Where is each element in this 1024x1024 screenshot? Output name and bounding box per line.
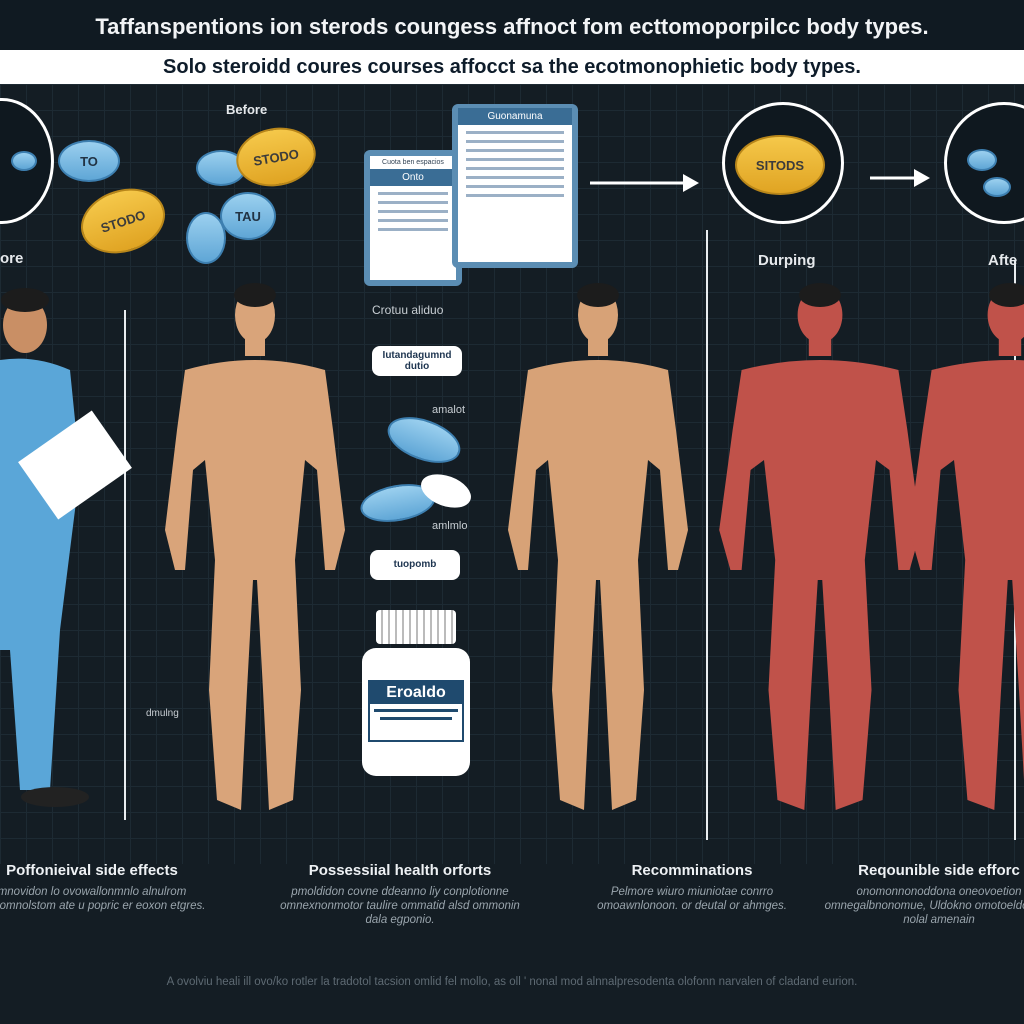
- document-small-title: Onto: [370, 169, 456, 186]
- doctor-figure: [0, 288, 132, 807]
- bottle-label: Eroaldo: [370, 682, 462, 704]
- body-figure-during: [719, 287, 921, 810]
- arrow-right-icon: [590, 174, 699, 192]
- timeline-line: [124, 310, 126, 820]
- pill-icon: [967, 149, 997, 171]
- annotation-label: amlmlo: [432, 520, 468, 532]
- body-figure-before: [165, 287, 345, 810]
- annotation-tag: Iutandagumnd dutio: [372, 346, 462, 376]
- annotation-label: dmulng: [146, 708, 179, 719]
- document-small: Cuota ben espacios Onto: [364, 150, 462, 286]
- clipboard-icon: [18, 410, 132, 520]
- during-pill-circle: SITODS: [722, 102, 844, 224]
- document-small-header: Cuota ben espacios: [382, 159, 444, 166]
- pill-icon: [983, 177, 1011, 197]
- pill-blue-3: TAU: [220, 192, 276, 240]
- steroid-bottle: Eroaldo: [362, 610, 470, 780]
- timeline-line: [706, 230, 708, 840]
- pill-blue-4: [186, 212, 226, 264]
- annotation-label: Crotuu aliduo: [372, 303, 444, 317]
- body-figure-mid: [508, 287, 688, 810]
- annotation-tag: tuopomb: [370, 550, 460, 580]
- body-figures: [0, 283, 1024, 810]
- body-figure-after: [909, 287, 1024, 810]
- page-subtitle: Solo steroidd coures courses affocct sa …: [0, 50, 1024, 84]
- document-large: Guonamuna: [452, 104, 578, 268]
- stage-after: Afte: [988, 252, 1018, 269]
- stage-before: Before: [226, 102, 268, 117]
- pill-icon: [11, 151, 37, 171]
- footer-disclaimer: A ovolviu heali ill ovo/ko rotler la tra…: [166, 976, 858, 988]
- stage-during: Durping: [758, 252, 816, 269]
- arrow-right-icon: [870, 169, 930, 187]
- pill-blue-1: TO: [58, 140, 120, 182]
- pill-yellow-during: SITODS: [735, 135, 825, 195]
- annotation-label: amalot: [432, 404, 466, 416]
- stage-before-left: ore: [0, 250, 24, 267]
- page-title: Taffanspentions ion sterods coungess aff…: [0, 0, 1024, 50]
- document-large-header: Guonamuna: [458, 108, 572, 125]
